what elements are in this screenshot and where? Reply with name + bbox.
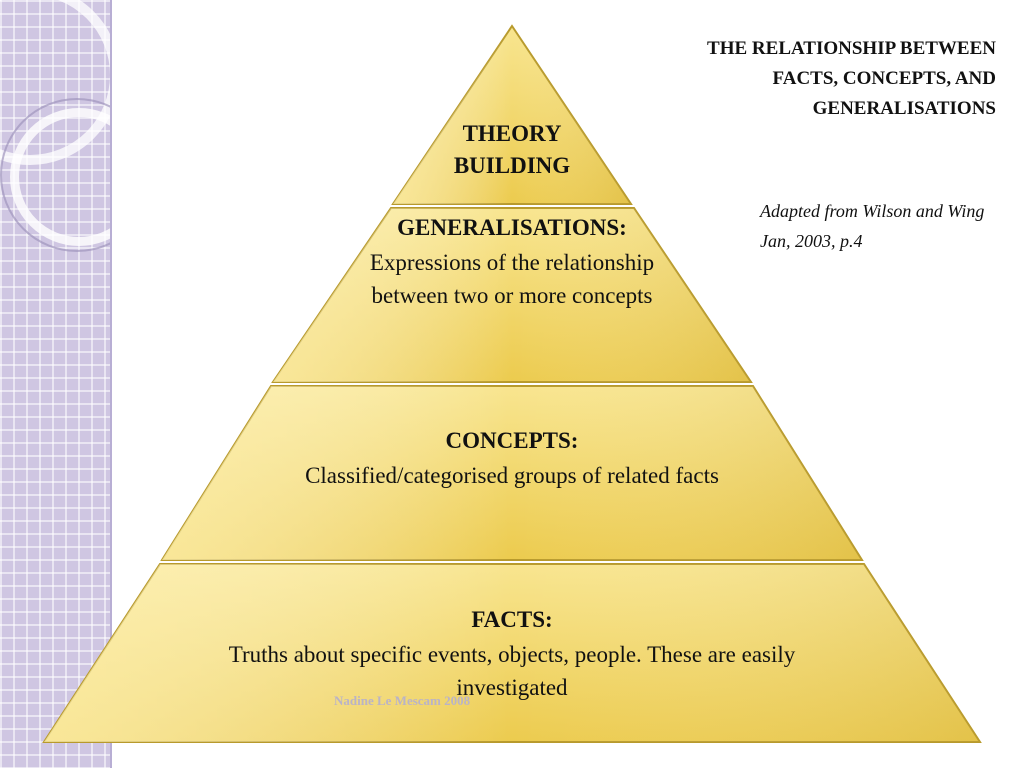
author-credit: Nadine Le Mescam 2008 — [334, 693, 471, 708]
pyramid-tier-concepts — [160, 385, 864, 561]
tier-description-concepts: Classified/categorised groups of related… — [305, 463, 719, 488]
decorative-side-band — [0, 0, 112, 768]
tier-title-concepts: CONCEPTS: — [445, 428, 579, 453]
pyramid-tier-theory-building — [391, 24, 633, 205]
tier-description-generalisations: Expressions of the relationship between … — [369, 250, 655, 308]
tier-title-theory-building: THEORY BUILDING — [453, 121, 571, 178]
slide-title: THE RELATIONSHIP BETWEEN FACTS, CONCEPTS… — [707, 38, 996, 119]
pyramid-tier-generalisations — [271, 207, 753, 383]
pyramid-tier-facts — [42, 563, 982, 743]
decorative-ring — [10, 108, 112, 246]
citation: Adapted from Wilson and Wing Jan, 2003, … — [760, 201, 985, 251]
tier-description-facts: Truths about specific events, objects, p… — [228, 642, 796, 700]
tier-title-facts: FACTS: — [471, 607, 553, 632]
tier-title-generalisations: GENERALISATIONS: — [397, 215, 627, 240]
